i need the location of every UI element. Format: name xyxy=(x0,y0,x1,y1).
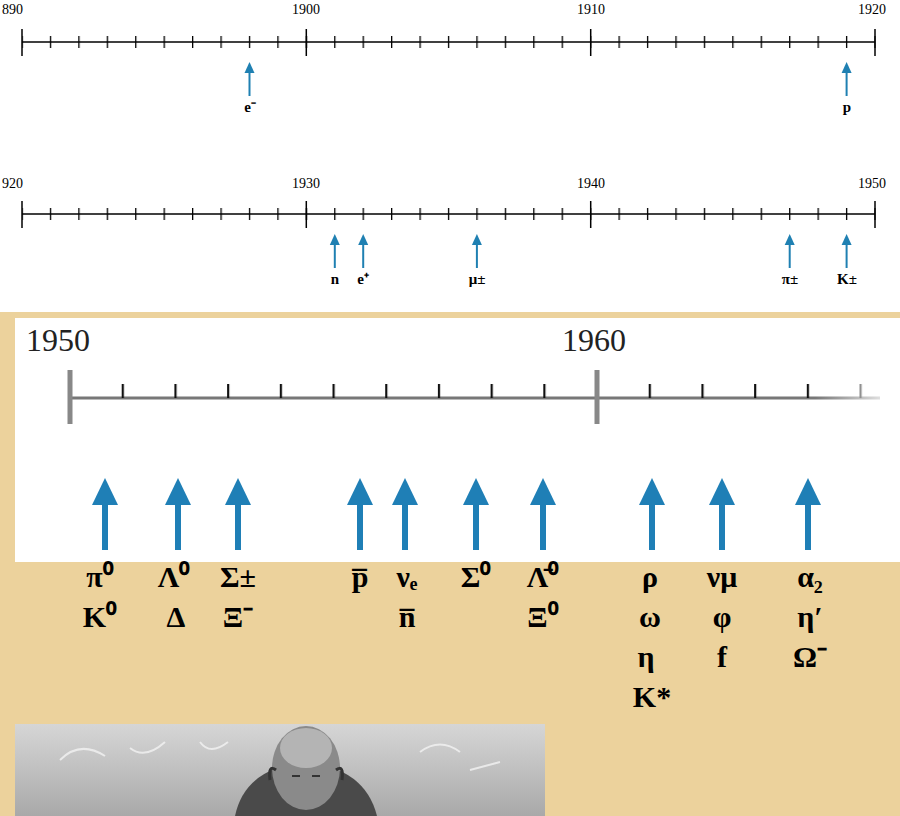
year-label: 1920 xyxy=(858,2,886,18)
particle-label: νₑ xyxy=(396,560,417,595)
particle-label: Ξ⁰ xyxy=(527,600,558,635)
particle-label: νμ xyxy=(707,560,737,595)
timeline-axis xyxy=(22,29,876,56)
discovery-arrow xyxy=(92,478,821,550)
year-label: 1950 xyxy=(26,322,90,359)
particle-label: p xyxy=(843,99,851,116)
particle-label: Ξ⁻ xyxy=(223,600,253,635)
particle-label: Σ⁰ xyxy=(461,560,492,595)
particle-label: Λ⁰ xyxy=(158,560,191,595)
particle-label: Σ± xyxy=(220,560,256,595)
particle-label: n̅ xyxy=(399,600,416,635)
timeline-axis xyxy=(22,201,876,228)
particle-label: η xyxy=(637,640,654,675)
particle-label: e⁺ xyxy=(357,271,369,288)
portrait-photo xyxy=(15,724,545,816)
top-panel xyxy=(0,0,900,312)
timeline-axis xyxy=(68,366,900,428)
particle-label: μ± xyxy=(469,271,486,288)
timeline-panel xyxy=(15,318,900,562)
discovery-arrow xyxy=(245,62,852,96)
particle-label: π⁰ xyxy=(86,560,113,595)
year-label: 920 xyxy=(2,176,23,192)
year-label: 1900 xyxy=(292,2,320,18)
particle-label: η′ xyxy=(797,600,822,635)
particle-label: π± xyxy=(782,271,798,288)
particle-label: ρ xyxy=(642,560,658,595)
year-label: 1930 xyxy=(292,176,320,192)
particle-label: Λ̄⁰ xyxy=(527,560,560,595)
particle-label: ω xyxy=(639,600,661,635)
year-label: 1910 xyxy=(577,2,605,18)
particle-label: e⁻ xyxy=(244,99,256,116)
particle-label: K* xyxy=(633,680,671,715)
particle-label: p̅ xyxy=(352,560,369,595)
particle-label: f xyxy=(717,640,727,675)
particle-label: K± xyxy=(837,271,857,288)
particle-label: Δ xyxy=(167,600,186,635)
year-label: 890 xyxy=(2,2,23,18)
particle-label: n xyxy=(331,271,339,288)
particle-label: K⁰ xyxy=(83,600,117,635)
particle-label: φ xyxy=(713,600,732,635)
particle-label: Ω⁻ xyxy=(793,640,827,675)
discovery-arrow xyxy=(330,234,852,268)
year-label: 1960 xyxy=(562,322,626,359)
particle-label: α₂ xyxy=(797,560,823,595)
year-label: 1950 xyxy=(858,176,886,192)
year-label: 1940 xyxy=(577,176,605,192)
